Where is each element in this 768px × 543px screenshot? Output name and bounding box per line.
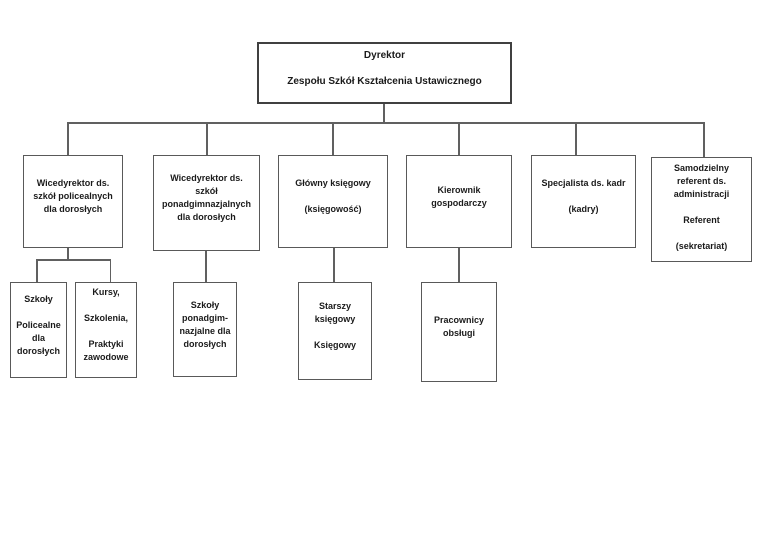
org-box-text-line: zawodowe [83, 352, 129, 362]
connector-drop-pracownicy-obslugi [458, 248, 460, 282]
org-box-text-line: Wicedyrektor ds. [36, 178, 110, 188]
connector-drop-glowny-ksiegowy [332, 122, 334, 155]
org-box-text-line: Wicedyrektor ds. [170, 173, 243, 183]
org-box-text-line: ponadgimnazjalnych [161, 199, 251, 209]
org-box-text-line: Kierownik [437, 184, 481, 195]
org-box-text-line: dla [31, 332, 45, 343]
org-box-text-line: administracji [673, 189, 730, 199]
org-box-text-line: Policealne [16, 319, 61, 330]
org-box-text-line: dorosłych [183, 338, 227, 349]
connector-root-stub [383, 104, 385, 123]
org-box-text-line [261, 62, 508, 75]
org-box-text-line [78, 325, 134, 338]
org-box-wicedyrektor-szkoly-policealne: Wicedyrektor ds. szkół policealnych dla do… [23, 155, 123, 248]
org-box-text-line: Szkoły [24, 293, 53, 304]
org-box-text-line: Starszy [318, 301, 352, 311]
org-box-text-line [78, 299, 134, 312]
org-box-kursy-szkolenia: Kursy, Szkolenia, Praktyki zawodowe [75, 282, 137, 378]
connector-drop-starszy-ksiegowy [333, 248, 335, 282]
org-box-text-line [13, 306, 64, 319]
connector-drop-wicedyrektor-ponadgimnazjalne [206, 122, 208, 155]
org-box-kierownik-gospodarczy: Kierownik gospodarczy [406, 155, 512, 248]
org-box-text-line: Szkoły [190, 299, 220, 310]
org-box-text-line [534, 190, 633, 203]
org-box-text-line [301, 326, 369, 339]
org-box-text-line: gospodarczy [431, 197, 487, 208]
org-box-text-line: Dyrektor [363, 49, 406, 61]
org-box-glowny-ksiegowy: Główny księgowy (księgowość) [278, 155, 388, 248]
org-box-pracownicy-obslugi: Pracownicy obsługi [421, 282, 497, 382]
org-box-wicedyrektor-szkoly-ponadgimnazjalne: Wicedyrektor ds. szkół ponadgimnazjalnych d… [153, 155, 260, 251]
org-box-specjalista-kadr: Specjalista ds. kadr (kadry) [531, 155, 636, 248]
org-box-text-line: księgowy [314, 314, 356, 324]
org-box-text-line: Księgowy [313, 340, 356, 350]
connector-drop-wicedyrektor-policealne [67, 122, 69, 155]
connector-drop-kursy-szkolenia [109, 259, 111, 282]
org-box-text-line: nazjalne dla [179, 325, 231, 336]
org-box-text-line: szkół policealnych [33, 191, 113, 201]
org-box-text-line: Kursy, [92, 287, 120, 297]
connector-drop-specjalista-kadr [575, 122, 577, 155]
org-box-text-line: referent ds. [676, 176, 727, 186]
org-box-text-line [654, 201, 749, 214]
org-box-text-line: ponadgim- [182, 312, 228, 323]
org-box-text-line: Praktyki [88, 339, 124, 349]
connector-drop-szkoly-policealne [36, 259, 38, 282]
org-box-szkoly-ponadgimnazjalne: Szkoły ponadgim-nazjalne dla dorosłych [173, 282, 237, 377]
connector-drop-samodzielny-referent [703, 122, 705, 157]
org-box-text-line: Referent [683, 215, 720, 225]
org-box-text-line: Zespołu Szkół Kształcenia Ustawicznego [287, 75, 482, 87]
org-box-text-line: dorosłych [16, 345, 60, 356]
org-box-text-line: Specjalista ds. kadr [541, 178, 626, 188]
org-box-text-line: dla dorosłych [177, 212, 236, 222]
org-box-text-line: dla dorosłych [43, 204, 103, 214]
connector-drop-kierownik-gospodarczy [458, 122, 460, 155]
org-box-text-line: szkół [195, 186, 218, 196]
connector-drop-szkoly-ponadgimnazjalne [205, 251, 207, 282]
org-box-text-line: Główny księgowy [295, 178, 371, 188]
org-box-text-line: obsługi [443, 328, 475, 338]
org-box-text-line: (księgowość) [304, 204, 362, 214]
connector-policealne-bus [36, 259, 111, 261]
org-box-text-line: Samodzielny [673, 163, 729, 173]
org-box-text-line [654, 227, 749, 240]
connector-policealne-stub [67, 248, 69, 260]
connector-management-bus [68, 122, 705, 124]
org-box-text-line: (sekretariat) [675, 241, 728, 251]
org-box-text-line: Pracownicy [433, 315, 485, 325]
org-box-text-line [281, 190, 385, 203]
org-box-text-line: (kadry) [568, 204, 599, 214]
org-box-text-line: Szkolenia, [83, 313, 128, 323]
